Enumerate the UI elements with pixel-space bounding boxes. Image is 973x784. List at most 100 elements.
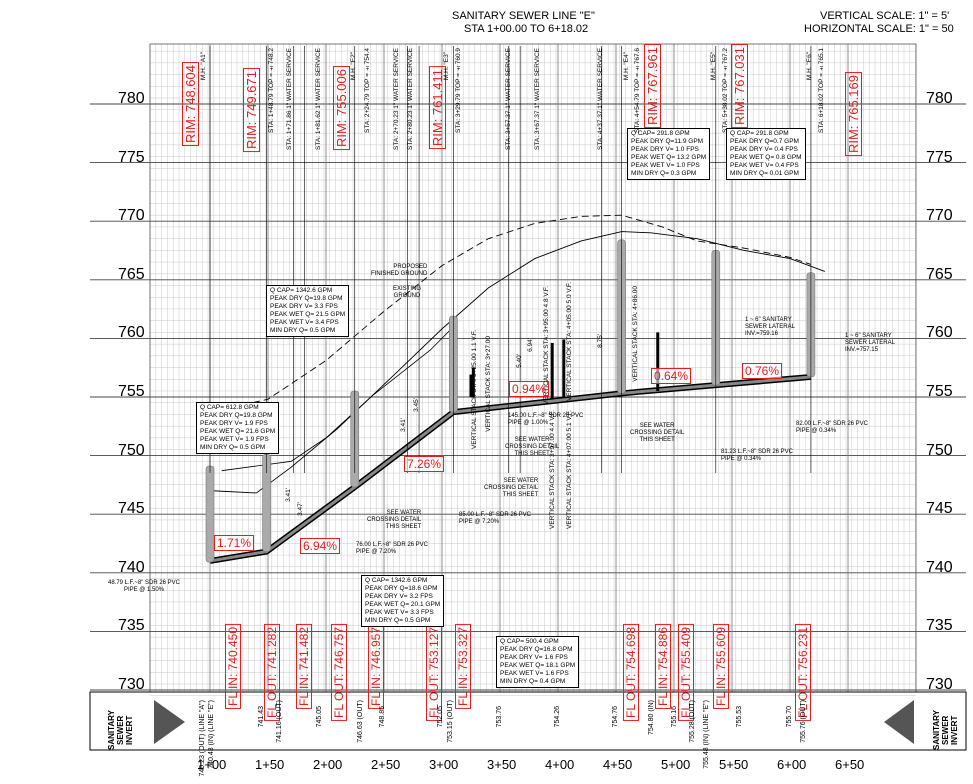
elevation-label: 780: [118, 90, 145, 107]
elevation-label: 755: [118, 383, 145, 400]
rim-label: RIM: 755.006: [333, 66, 350, 151]
invert-value: 752.05: [437, 706, 444, 728]
invert-value: 755.16: [671, 706, 678, 728]
invert-value: 755.70: [786, 706, 793, 728]
vertical-stack: [656, 332, 660, 391]
invert-value: 755.76 (OUT): [800, 700, 807, 743]
elevation-label: 740: [926, 558, 953, 576]
elevation-label: 740: [118, 558, 145, 576]
vertical-scale: VERTICAL SCALE: 1" = 5': [820, 10, 950, 22]
invert-strip: [89, 691, 967, 751]
station-label: 6+50: [835, 757, 865, 772]
service-label: STA: 5+38.02 TOP = ±767.2: [722, 48, 729, 133]
vertical-stack-label: VERTICAL STACK STA: 4+07.00 5.1 V.F.: [566, 410, 573, 529]
invert-side-label-left: SANITARY SEWER INVERT: [107, 710, 134, 750]
flowline-label: FL IN: 753.327: [455, 624, 471, 709]
service-label: STA: 2+70.23 1" WATER SERVICE: [393, 48, 400, 150]
rim-label: RIM: 749.671: [243, 68, 260, 153]
station-label: 2+00: [313, 757, 343, 772]
service-label: STA: 1+71.86 1" WATER SERVICE: [286, 48, 293, 150]
service-label: STA: 2+80.23 1" WATER SERVICE: [407, 48, 414, 150]
manhole-structure: [205, 465, 215, 563]
vertical-stack-label: VERTICAL STACK STA: 4+05.00 5.0 V.F.: [566, 282, 573, 401]
depth-label: 8.75': [597, 334, 604, 348]
slope-label: 7.26%: [404, 456, 445, 472]
service-label: STA: 4+37.37 1" WATER SERVICE: [597, 48, 604, 150]
vertical-stack: [562, 339, 566, 399]
elevation-label: 750: [118, 441, 145, 459]
depth-label: 6.94': [527, 338, 534, 352]
station-label: 4+50: [603, 757, 633, 772]
station-label: 1+00: [197, 757, 227, 772]
depth-label: 3.41': [285, 488, 292, 502]
invert-value: 740.23 (OUT) (LINE "A"): [199, 700, 206, 777]
invert-value: 740.43 (IN) (LINE "E"): [208, 700, 215, 769]
service-label: STA: 6+18.02 TOP = ±765.1: [818, 48, 825, 133]
elevation-label: 780: [926, 90, 953, 107]
service-label: STA: 1+48.79 TOP = ±748.2: [268, 48, 275, 133]
invert-value: 754.80 (IN): [648, 700, 655, 736]
invert-value: 741.16 (OUT): [276, 700, 283, 743]
invert-value: 755.28 (OUT): [689, 700, 696, 743]
manhole-label: M.H. "E3": [443, 52, 450, 81]
slope-label: 0.76%: [742, 363, 783, 379]
depth-label: 3.47': [297, 502, 304, 516]
invert-side-label-right: SANITARY SEWER INVERT: [932, 710, 959, 750]
invert-value: 745.05: [316, 706, 323, 728]
station-label: 6+00: [777, 757, 807, 772]
elevation-label: 755: [926, 383, 953, 400]
flowline-label: FL IN: 754.886: [655, 624, 671, 709]
flowline-label: FL IN: 755.609: [713, 624, 729, 709]
invert-value: 754.76: [612, 706, 619, 728]
manhole-label: M.H. "E5": [710, 52, 717, 81]
manhole-label: M.H. "E4": [623, 52, 630, 81]
station-label: 5+50: [719, 757, 749, 772]
service-label: STA: 3+29.79 TOP = ±760.9: [455, 48, 462, 133]
vertical-stack: [550, 342, 554, 400]
service-label: STA: 3+67.37 1" WATER SERVICE: [534, 48, 541, 150]
flowline-label: FL IN: 740.450: [225, 624, 241, 709]
sewer-pipe-inner: [209, 375, 812, 563]
vertical-stack: [471, 367, 475, 397]
elevation-label: 760: [118, 324, 145, 342]
elevation-label: 775: [118, 148, 145, 166]
station-label: 3+50: [487, 757, 517, 772]
vertical-stack-label: VERTICAL STACK STA: 3+27.00: [485, 336, 492, 432]
slope-label: 0.64%: [651, 368, 692, 384]
elevation-label: 765: [926, 265, 953, 283]
vertical-stack-label: VERTICAL STACK STA: 3+97.00 4.4 V.F.: [549, 410, 556, 529]
drawing-subtitle: STA 1+00.00 TO 6+18.02: [464, 23, 589, 35]
horizontal-scale: HORIZONTAL SCALE: 1" = 50: [804, 23, 954, 35]
service-label: STA: 4+54.79 TOP = ±767.6: [634, 48, 641, 133]
proposed-ground-line: [209, 214, 812, 413]
vertical-stack-label: VERTICAL STACK STA: 4+86.00: [632, 286, 639, 382]
slope-label: 1.71%: [214, 535, 255, 551]
elevation-label: 775: [926, 148, 953, 166]
depth-label: 3.45': [413, 398, 420, 412]
invert-value: 755.48 (IN) (LINE "E"): [703, 700, 710, 769]
station-label: 4+00: [545, 757, 575, 772]
elevation-label: 745: [926, 500, 953, 518]
manhole-label: M.H. "E6": [806, 52, 813, 81]
vertical-stack: [469, 374, 473, 397]
invert-value: 754.26: [554, 706, 561, 728]
rim-label: RIM: 767.961: [644, 44, 661, 129]
flowline-label: FL OUT: 754.698: [623, 624, 639, 721]
elevation-label: 760: [926, 324, 953, 342]
flowline-label: FL OUT: 746.757: [331, 624, 347, 721]
invert-value: 755.53: [736, 706, 743, 728]
